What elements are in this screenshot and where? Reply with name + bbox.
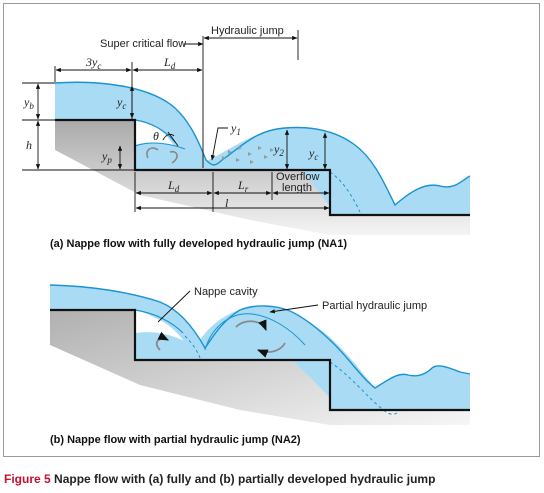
panel-a-dimensions bbox=[22, 30, 331, 212]
sym-yb: yb bbox=[23, 95, 34, 111]
sym-theta: θ bbox=[153, 129, 159, 143]
panel-a-nappe-lower bbox=[134, 119, 176, 143]
label-supercritical-flow: Super critical flow bbox=[100, 38, 186, 50]
sym-3yc: 3yc bbox=[85, 55, 101, 71]
panel-a-recirculation bbox=[146, 147, 178, 164]
panel-b-nappe-dash bbox=[184, 335, 201, 359]
sym-ld-bottom: Ld bbox=[167, 178, 180, 194]
panel-b-step-outline bbox=[50, 308, 470, 412]
sym-yc-left: yc bbox=[116, 95, 126, 111]
panel-a-approach-flow bbox=[55, 82, 214, 170]
panel-b-title: (b) Nappe flow with partial hydraulic ju… bbox=[50, 434, 301, 446]
panel-a-pool-surface bbox=[134, 142, 186, 150]
sym-y2: y2 bbox=[273, 142, 284, 158]
panel-a-pool bbox=[135, 142, 214, 170]
panel-b-ground bbox=[50, 310, 470, 425]
label-nappe-cavity: Nappe cavity bbox=[194, 286, 258, 298]
sym-l: l bbox=[225, 196, 229, 210]
panel-a-step-outline bbox=[55, 118, 470, 217]
panel-a-diagram: Super critical flow Hydraulic jump Overf… bbox=[22, 25, 471, 250]
panel-b-jet-lower bbox=[329, 361, 399, 415]
caption-text: Nappe flow with (a) fully and (b) partia… bbox=[51, 472, 436, 486]
caption-label: Figure 5 bbox=[4, 472, 51, 486]
panel-b-recirculation bbox=[155, 319, 286, 358]
panel-a-title: (a) Nappe flow with fully developed hydr… bbox=[50, 238, 347, 250]
sym-h: h bbox=[26, 138, 32, 152]
panel-a-ground bbox=[55, 120, 470, 235]
panel-b-diagram: Nappe cavity Partial hydraulic jump (b) … bbox=[49, 284, 471, 446]
panel-b-approach-flow bbox=[50, 285, 208, 360]
sym-yp: yp bbox=[101, 149, 112, 165]
label-partial-hydraulic-jump: Partial hydraulic jump bbox=[322, 300, 427, 312]
panel-a-surface-line bbox=[54, 81, 471, 207]
panel-a-aeration-marks bbox=[222, 146, 274, 164]
panel-b-leaders bbox=[157, 290, 319, 323]
sym-yc-right: yc bbox=[308, 146, 318, 162]
panel-b-jump-flow bbox=[200, 305, 470, 410]
sym-lr: Lr bbox=[237, 178, 249, 194]
label-overflow: Overflow bbox=[276, 171, 319, 183]
label-length: length bbox=[282, 182, 312, 194]
panel-b-nappe-lower bbox=[134, 309, 184, 334]
figure-caption: Figure 5 Nappe flow with (a) fully and (… bbox=[4, 472, 435, 486]
panel-b-inner-arc bbox=[204, 313, 306, 351]
label-hydraulic-jump: Hydraulic jump bbox=[211, 25, 284, 37]
sym-ld-top: Ld bbox=[163, 55, 176, 71]
sym-y1: y1 bbox=[230, 121, 241, 137]
panel-b-pool bbox=[135, 332, 200, 360]
